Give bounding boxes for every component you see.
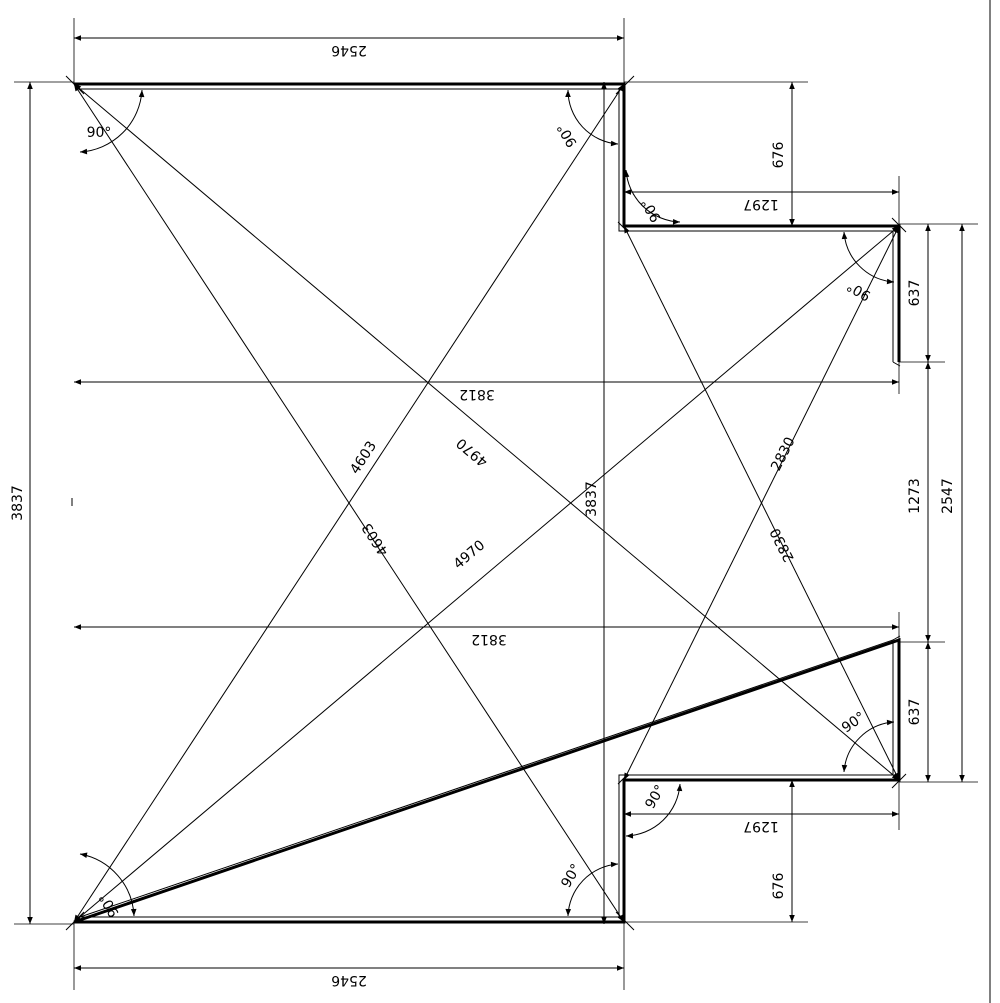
dim-bottom-width: 2546 bbox=[331, 972, 367, 988]
angle-arcs bbox=[79, 89, 895, 917]
dim-upper-notch-depth: 676 bbox=[771, 142, 787, 169]
angle-top-right: 90° bbox=[554, 120, 580, 150]
dim-lower-span: 3812 bbox=[471, 631, 507, 647]
dim-diagonal-4603-a: 4603 bbox=[347, 439, 380, 478]
angle-lower-end: 90° bbox=[839, 709, 869, 736]
dim-diagonal-4603-b: 4603 bbox=[359, 520, 392, 559]
dim-upper-span: 3812 bbox=[459, 386, 495, 402]
dim-diagonal-2830-b: 2830 bbox=[767, 525, 797, 564]
angle-bottom-left: 90° bbox=[96, 890, 122, 920]
corner-ticks bbox=[65, 75, 907, 931]
dimension-labels: 2546 2546 3837 3837 3812 3812 676 676 12… bbox=[10, 42, 956, 988]
dim-diagonal-4970-b: 4970 bbox=[451, 537, 489, 572]
diagonals bbox=[73, 83, 900, 923]
angle-upper-notch: 90° bbox=[638, 195, 664, 225]
angle-labels: 90° 90° 90° 90° 90° 90° 90° 90° bbox=[87, 120, 874, 920]
dim-lower-step-width: 1297 bbox=[743, 818, 779, 834]
dimension-lines bbox=[27, 35, 965, 971]
dim-right-height: 2547 bbox=[940, 478, 956, 514]
angle-bottom-right: 90° bbox=[558, 861, 584, 891]
angle-lower-notch: 90° bbox=[642, 782, 668, 812]
angle-upper-end: 90° bbox=[844, 277, 874, 303]
diagonal-4970-a bbox=[73, 83, 900, 781]
diagonal-2830-b bbox=[623, 225, 900, 781]
diagonal-4970-b bbox=[73, 225, 900, 923]
dim-opening: 1273 bbox=[907, 478, 923, 514]
angle-top-left: 90° bbox=[87, 125, 112, 141]
dim-diagonal-4970-a: 4970 bbox=[454, 434, 492, 469]
dim-top-width: 2546 bbox=[331, 42, 367, 58]
dim-lower-notch-depth: 676 bbox=[771, 873, 787, 900]
dim-upper-step-width: 1297 bbox=[743, 196, 779, 212]
dim-upper-end-segment: 637 bbox=[907, 280, 923, 307]
extension-lines bbox=[14, 18, 978, 990]
dim-lower-end-segment: 637 bbox=[907, 699, 923, 726]
dim-inner-height: 3837 bbox=[584, 481, 600, 517]
dim-left-height: 3837 bbox=[10, 485, 26, 521]
dim-diagonal-2830-a: 2830 bbox=[768, 435, 798, 474]
